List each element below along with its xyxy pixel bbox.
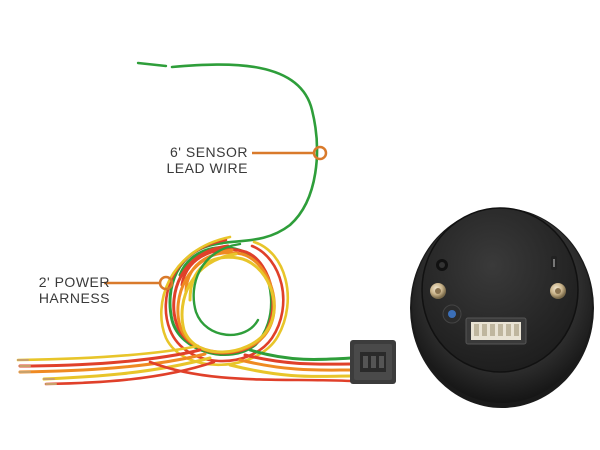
harness-connector bbox=[350, 340, 396, 384]
sensor-port-icon bbox=[436, 259, 448, 271]
power-harness-label-line2: HARNESS bbox=[38, 290, 110, 306]
power-harness bbox=[16, 235, 354, 386]
sensor-lead-label-line2: LEAD WIRE bbox=[166, 160, 248, 176]
led-indicator-icon bbox=[551, 256, 557, 270]
terminal-stud-icon bbox=[550, 283, 566, 299]
power-callout-marker bbox=[104, 275, 174, 291]
sensor-lead-label: 6' SENSOR LEAD WIRE bbox=[148, 144, 248, 176]
power-harness-label-line1: 2' POWER bbox=[38, 274, 110, 290]
sensor-lead-label-line1: 6' SENSOR bbox=[170, 144, 248, 160]
gauge-back bbox=[410, 207, 594, 408]
sensor-callout-marker bbox=[252, 145, 328, 161]
gauge-harness-port-icon bbox=[465, 317, 527, 345]
adjust-knob-icon bbox=[442, 304, 462, 324]
terminal-stud-icon bbox=[430, 283, 446, 299]
power-harness-label: 2' POWER HARNESS bbox=[14, 274, 110, 306]
